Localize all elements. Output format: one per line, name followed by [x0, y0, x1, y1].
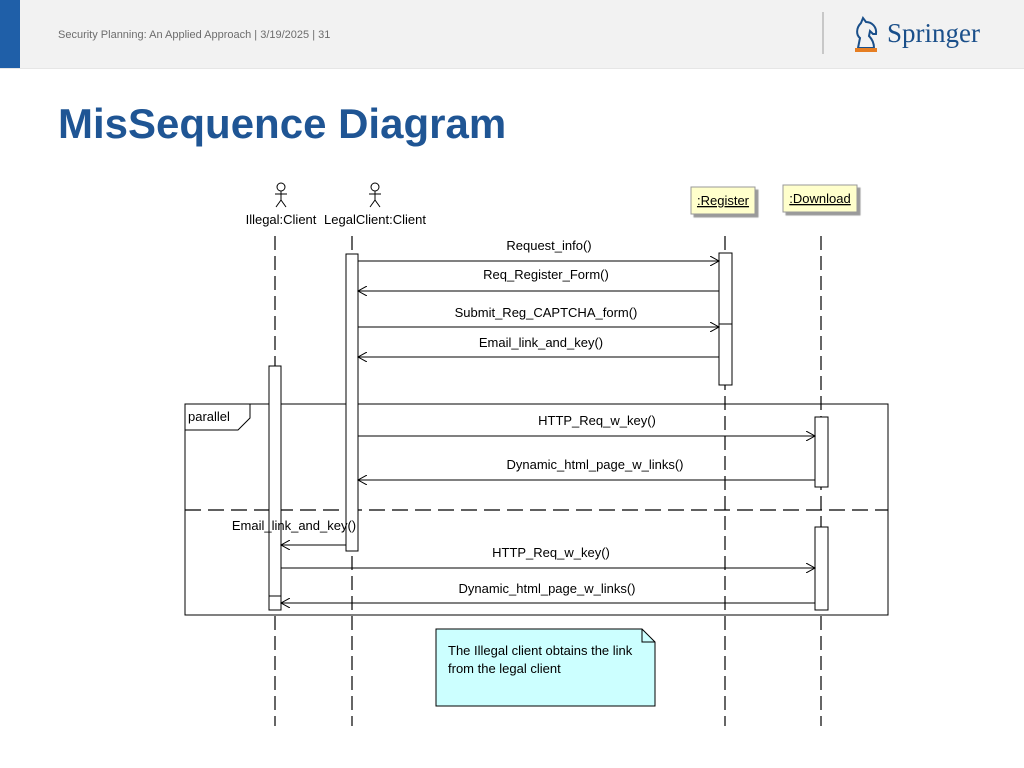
activation-register-2: [718, 323, 733, 386]
message-label: Email_link_and_key(): [232, 518, 356, 533]
activation-download-1: [814, 416, 829, 488]
actor-legal-client: LegalClient:Client: [324, 182, 426, 227]
message-label: Request_info(): [506, 238, 591, 253]
actor-label-legal-client: LegalClient:Client: [324, 212, 426, 227]
object-label-download: :Download: [789, 191, 850, 206]
message-label: HTTP_Req_w_key(): [492, 545, 610, 560]
note-text-line2: from the legal client: [448, 661, 561, 676]
stick-figure-icon: [369, 182, 381, 208]
message-label: Submit_Reg_CAPTCHA_form(): [455, 305, 638, 320]
slide-header: Security Planning: An Applied Approach |…: [0, 0, 1024, 69]
message-label: Dynamic_html_page_w_links(): [506, 457, 683, 472]
fragment-label: parallel: [188, 409, 230, 424]
actor-illegal-client: Illegal:Client: [246, 182, 317, 227]
header-divider: [822, 12, 824, 54]
message-label: Dynamic_html_page_w_links(): [458, 581, 635, 596]
object-download: :Download: [782, 184, 858, 213]
activation-register-1: [718, 252, 733, 325]
chess-knight-icon: [855, 15, 878, 52]
activation-legal-client: [345, 253, 359, 552]
slide-title: MisSequence Diagram: [58, 100, 507, 147]
springer-logo: Springer: [850, 14, 980, 54]
actor-label-illegal-client: Illegal:Client: [246, 212, 317, 227]
object-label-register: :Register: [697, 193, 750, 208]
parallel-fragment: parallel: [184, 403, 889, 616]
activation-illegal-client: [268, 365, 282, 611]
activation-illegal-client-end: [268, 595, 282, 611]
note-text-line1: The Illegal client obtains the link: [448, 643, 633, 658]
logo-wordmark: Springer: [887, 18, 980, 48]
header-breadcrumb: Security Planning: An Applied Approach |…: [58, 29, 331, 41]
object-register: :Register: [690, 186, 756, 215]
note: The Illegal client obtains the link from…: [435, 628, 656, 707]
header-accent-bar: [0, 0, 20, 68]
activation-download-2: [814, 526, 829, 611]
message-label: HTTP_Req_w_key(): [538, 413, 656, 428]
message-label: Email_link_and_key(): [479, 335, 603, 350]
stick-figure-icon: [275, 182, 287, 208]
message-label: Req_Register_Form(): [483, 267, 609, 282]
